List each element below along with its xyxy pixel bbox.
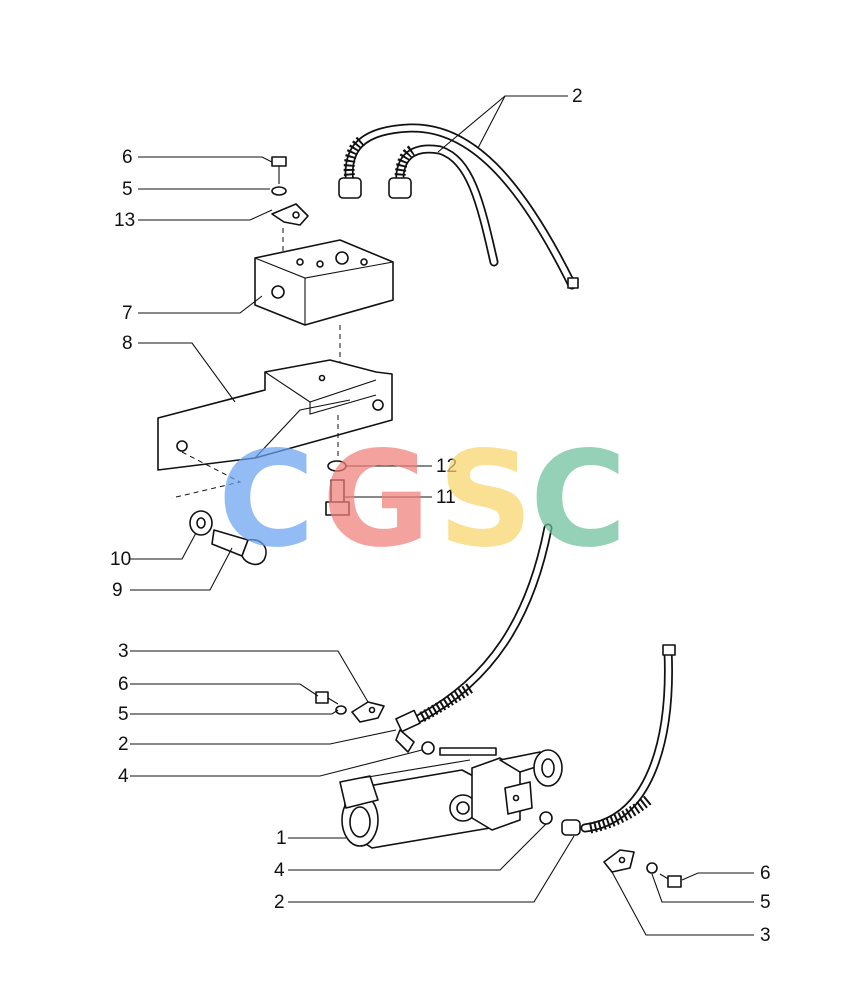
hose-middle [395,523,553,753]
callout-5-right: 5 [760,892,771,913]
valve-block [254,239,394,372]
callout-12: 12 [436,456,457,477]
watermark-letter-g: G [322,423,430,577]
watermark-letter-s: S [438,423,533,577]
mounting-bracket [157,359,393,499]
hose-pair-top [338,123,579,290]
clip-set-right [603,849,682,888]
callout-1: 1 [276,828,287,849]
callout-11: 11 [436,487,456,508]
washer-bolt-left [189,510,267,566]
callout-7: 7 [122,303,133,324]
actuator-cylinder [339,747,563,849]
watermark-letter-c2: C [530,423,627,577]
watermark-letter-c1: C [218,423,315,577]
callout-2-left: 2 [118,734,129,755]
nut-bolt-center [325,460,350,516]
callout-2-bottom: 2 [274,892,285,913]
callout-3-left: 3 [118,641,129,662]
callout-5-left: 5 [118,704,129,725]
callout-6-top: 6 [122,147,133,168]
callout-labels: 2 6 5 13 7 8 12 11 10 9 3 6 5 2 4 1 4 2 … [110,86,771,946]
leader-lines [130,95,754,936]
callout-8: 8 [122,333,133,354]
callout-6-left: 6 [118,674,129,695]
callout-6-right: 6 [760,863,771,884]
callout-5-top: 5 [122,179,133,200]
callout-3-right: 3 [760,925,771,946]
callout-13: 13 [114,210,135,231]
clip-set-left [315,691,435,755]
hose-lower-right [539,644,676,836]
callout-2-top: 2 [572,86,583,107]
callout-10: 10 [110,549,131,570]
callout-4-left: 4 [118,766,129,787]
watermark-logo: C G S C [218,423,627,577]
callout-9: 9 [112,580,123,601]
callout-4-bottom: 4 [274,860,285,881]
screw-washer-clip-top [271,156,309,258]
